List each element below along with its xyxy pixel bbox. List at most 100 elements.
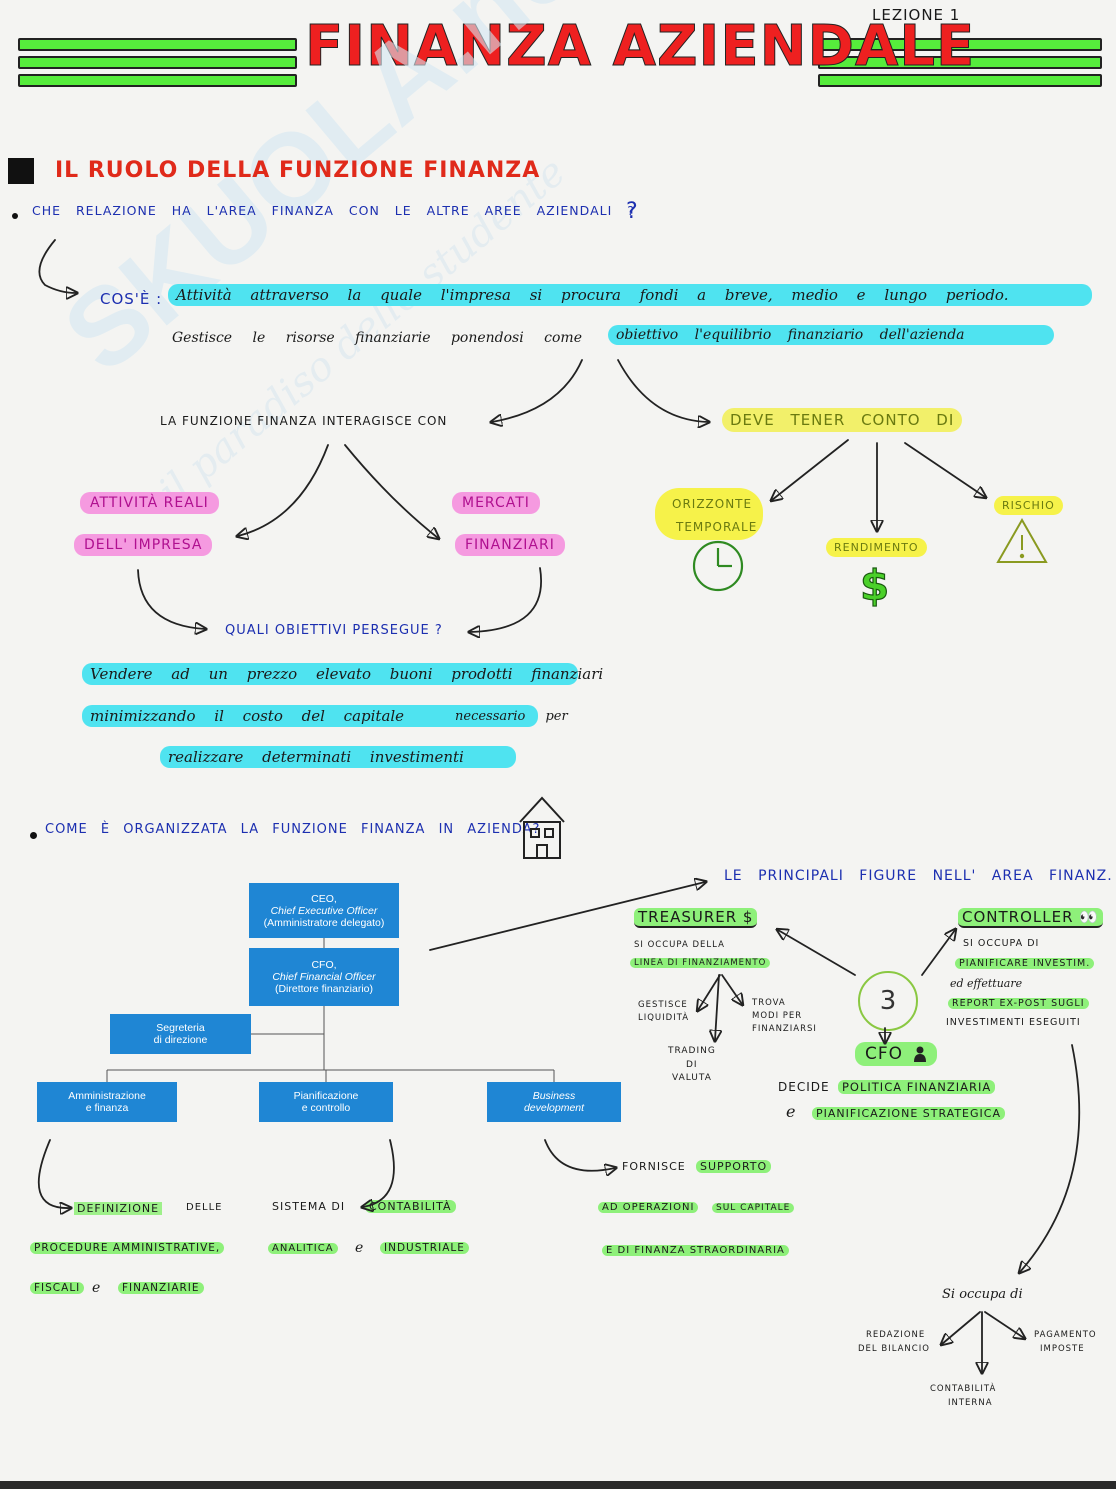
number-three-circle: 3: [858, 971, 918, 1031]
org-pian-line: e controllo: [301, 1102, 351, 1114]
amm-desc-d: FISCALI: [30, 1282, 85, 1294]
org-box-administration: Amministrazione e finanza: [37, 1082, 177, 1122]
org-box-business-dev: Business development: [487, 1082, 621, 1122]
controller-line-1: SI OCCUPA DI: [963, 938, 1040, 949]
org-cfo-line: CFO,: [311, 959, 337, 971]
page-title: FINANZA AZIENDALE: [304, 14, 976, 80]
amm-desc-f: FINANZIARIE: [118, 1282, 204, 1294]
org-amm-line: e finanza: [85, 1102, 129, 1114]
warning-icon: [996, 517, 1048, 563]
amm-desc-b: DELLE: [186, 1202, 223, 1213]
objective-text: obiettivo l'equilibrio finanziario dell'…: [608, 325, 1054, 345]
biz-desc-e: E DI FINANZA STRAORDINARIA: [602, 1245, 789, 1256]
org-box-ceo: CEO, Chief Executive Officer (Amministra…: [249, 883, 399, 938]
question-relations: CHE RELAZIONE HA L'AREA FINANZA CON LE A…: [32, 203, 635, 218]
lesson-label: LEZIONE 1: [872, 6, 961, 24]
treasurer-sub-2c: FINANZIARSI: [752, 1024, 817, 1034]
header-stripe: [818, 56, 1102, 69]
controller-line-4: REPORT EX-POST SUGLI: [948, 998, 1089, 1009]
bullet-dot: [30, 832, 37, 839]
definition-label: COS'È :: [100, 290, 163, 308]
amm-desc-a: DEFINIZIONE: [74, 1202, 163, 1215]
pian-desc-a: SISTEMA DI: [272, 1200, 346, 1213]
controller-line-3: ed effettuare: [950, 977, 1023, 990]
task-2b: INTERNA: [948, 1398, 993, 1408]
header-stripe: [18, 56, 297, 69]
bullet-dot: [12, 213, 18, 219]
treasurer-line-1: SI OCCUPA DELLA: [634, 940, 725, 950]
house-icon: [519, 796, 565, 859]
treasurer-sub-3c: VALUTA: [672, 1073, 712, 1083]
definition-text: Attività attraverso la quale l'impresa s…: [168, 284, 1092, 306]
pink-markets-2: FINANZIARI: [455, 534, 565, 556]
org-seg-line: di direzione: [153, 1034, 208, 1046]
section-bullet-square: [8, 158, 34, 184]
header-stripe: [18, 38, 297, 51]
controller-tasks-title: Si occupa di: [942, 1287, 1023, 1302]
clock-icon: [692, 540, 744, 592]
cfo-planning: PIANIFICAZIONE STRATEGICA: [812, 1107, 1005, 1120]
controller-line-5: INVESTIMENTI ESEGUITI: [946, 1017, 1081, 1028]
svg-text:$: $: [860, 561, 889, 610]
objective-line-3: realizzare determinati investimenti: [160, 746, 516, 768]
org-pian-line: Pianificazione: [293, 1090, 359, 1102]
task-3b: IMPOSTE: [1040, 1344, 1085, 1354]
org-biz-line: Business: [532, 1090, 576, 1102]
header-stripe: [18, 74, 297, 87]
treasurer-sub-2b: MODI PER: [752, 1011, 803, 1021]
task-1b: DEL BILANCIO: [858, 1344, 930, 1354]
org-cfo-line: Chief Financial Officer: [272, 971, 376, 983]
org-ceo-line: (Amministratore delegato): [263, 916, 385, 929]
org-biz-line: development: [523, 1102, 585, 1114]
pian-desc-b: CONTABILITÀ: [365, 1200, 456, 1213]
amm-desc-e: e: [92, 1280, 101, 1296]
org-box-secretariat: Segreteria di direzione: [110, 1014, 251, 1054]
treasurer-sub-3a: TRADING: [668, 1046, 716, 1056]
cfo-title: CFO: [855, 1042, 938, 1066]
cfo-and: e: [786, 1102, 796, 1121]
task-2a: CONTABILITÀ: [930, 1384, 997, 1394]
controller-line-2: PIANIFICARE INVESTIM.: [955, 958, 1095, 969]
dollar-icon: $: [859, 560, 889, 610]
biz-desc-d: SUL CAPITALE: [712, 1203, 795, 1213]
task-1a: REDAZIONE: [866, 1330, 926, 1340]
org-cfo-line: (Direttore finanziario): [274, 983, 374, 995]
pian-desc-e: INDUSTRIALE: [380, 1242, 469, 1254]
cfo-title-text: CFO: [865, 1044, 904, 1064]
biz-desc-b: SUPPORTO: [696, 1160, 772, 1173]
org-seg-line: Segreteria: [156, 1022, 205, 1034]
cfo-policy: POLITICA FINANZIARIA: [838, 1080, 996, 1094]
objective-line-1: Vendere ad un prezzo elevato buoni prodo…: [82, 663, 603, 685]
pian-desc-d: e: [355, 1240, 364, 1256]
biz-desc-c: AD OPERAZIONI: [598, 1202, 699, 1213]
bottom-edge: [0, 1481, 1116, 1489]
yellow-horizon-1: ORIZZONTE: [672, 497, 753, 511]
task-3a: PAGAMENTO: [1034, 1330, 1097, 1340]
section-heading: IL RUOLO DELLA FUNZIONE FINANZA: [55, 158, 541, 183]
pink-markets-1: MERCATI: [452, 492, 540, 514]
amm-desc-c: PROCEDURE AMMINISTRATIVE,: [30, 1242, 225, 1254]
header-stripe: [818, 74, 1102, 87]
treasurer-sub-2a: TROVA: [752, 998, 786, 1008]
org-box-cfo: CFO, Chief Financial Officer (Direttore …: [249, 948, 399, 1006]
org-ceo-line: Chief Executive Officer: [270, 904, 378, 917]
org-box-planning: Pianificazione e controllo: [259, 1082, 393, 1122]
pink-real-activities-1: ATTIVITÀ REALI: [80, 492, 219, 514]
treasurer-sub-1a: GESTISCE: [638, 1000, 688, 1010]
objective-line-2b: necessario per: [455, 709, 568, 724]
treasurer-sub-3b: DI: [686, 1060, 698, 1070]
yellow-risk: RISCHIO: [994, 496, 1063, 515]
manage-text: Gestisce le risorse finanziarie ponendos…: [172, 330, 582, 346]
org-ceo-line: CEO,: [311, 892, 337, 905]
biz-desc-a: FORNISCE: [622, 1160, 686, 1173]
pink-real-activities-2: DELL' IMPRESA: [74, 534, 213, 556]
objectives-question: QUALI OBIETTIVI PERSEGUE ?: [225, 623, 443, 638]
cfo-decides: DECIDE: [778, 1080, 830, 1094]
header-stripe: [818, 38, 1102, 51]
yellow-horizon-blob: [655, 488, 763, 540]
number-three: 3: [879, 986, 897, 1016]
treasurer-line-2: LINEA DI FINANZIAMENTO: [630, 958, 771, 968]
objective-line-2: minimizzando il costo del capitale: [82, 705, 538, 727]
controller-title: CONTROLLER 👀: [958, 908, 1103, 928]
